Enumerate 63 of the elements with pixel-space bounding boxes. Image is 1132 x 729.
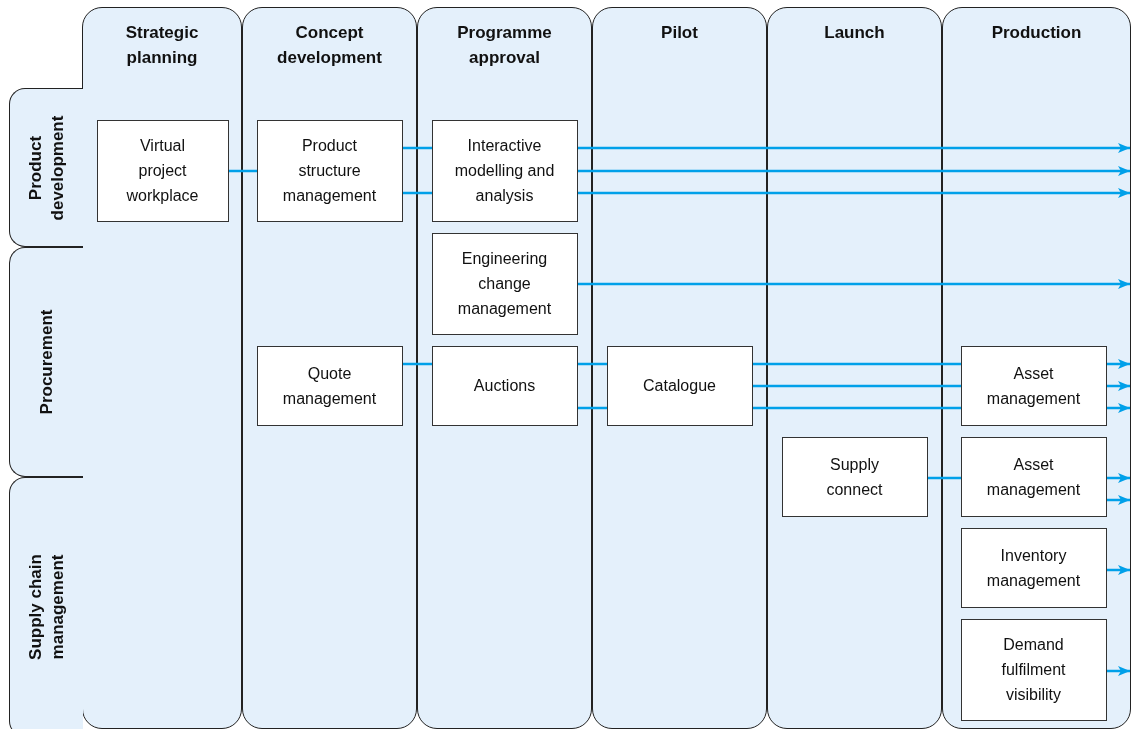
connector-line [578,406,607,410]
box-label: Engineering change management [456,249,553,319]
column-band [417,7,592,729]
connector-line [403,362,432,366]
box-label: Interactive modelling and analysis [453,136,556,206]
box-label: Product structure management [281,136,378,206]
column-band [767,7,942,729]
process-box [431,119,578,222]
row-heading: Procurement [35,308,57,417]
column-heading: Concept development [276,22,383,69]
process-box [960,436,1107,517]
process-box [256,119,403,222]
connector-line [753,384,961,388]
arrow [1107,565,1130,575]
box-label: Supply connect [825,454,884,500]
column-heading: Launch [823,22,886,44]
process-box [960,618,1107,721]
connector-line [229,169,257,173]
column-band [242,7,417,729]
arrow [578,188,1130,198]
connector-line [403,146,432,150]
process-box [960,527,1107,608]
connector-line [928,476,961,480]
process-box [960,345,1107,426]
box-label: Asset management [985,363,1082,409]
box-label: Virtual project workplace [125,136,200,206]
row-band [9,477,83,729]
row-heading: Supply chain management [24,553,68,662]
arrow [578,279,1130,289]
column-heading: Programme approval [456,22,553,69]
column-band [942,7,1131,729]
arrow [1107,403,1130,413]
process-box [781,436,928,517]
process-box [431,232,578,335]
process-box [96,119,229,222]
arrow [1107,495,1130,505]
box-label: Auctions [473,376,536,396]
connector-line [403,191,432,195]
column-band [82,7,242,729]
row-band [9,88,83,247]
arrow [578,166,1130,176]
box-label: Demand fulfilment visibility [1000,635,1067,705]
column-heading: Pilot [660,22,699,44]
box-label: Inventory management [985,545,1082,591]
box-label: Quote management [281,363,378,409]
arrow [1107,473,1130,483]
row-band [9,247,83,477]
connector-line [753,406,961,410]
arrow [1107,359,1130,369]
process-box [606,345,753,426]
column-band [592,7,767,729]
box-label: Catalogue [643,376,716,396]
column-heading: Strategic planning [124,22,200,69]
connector-line [578,362,607,366]
arrow [1107,666,1130,676]
arrow [1107,381,1130,391]
process-box [431,345,578,426]
process-box [256,345,403,426]
box-label: Asset management [985,454,1082,500]
column-heading: Production [990,22,1083,44]
row-heading: Product development [24,114,68,222]
connector-line [753,362,961,366]
arrow [578,143,1130,153]
